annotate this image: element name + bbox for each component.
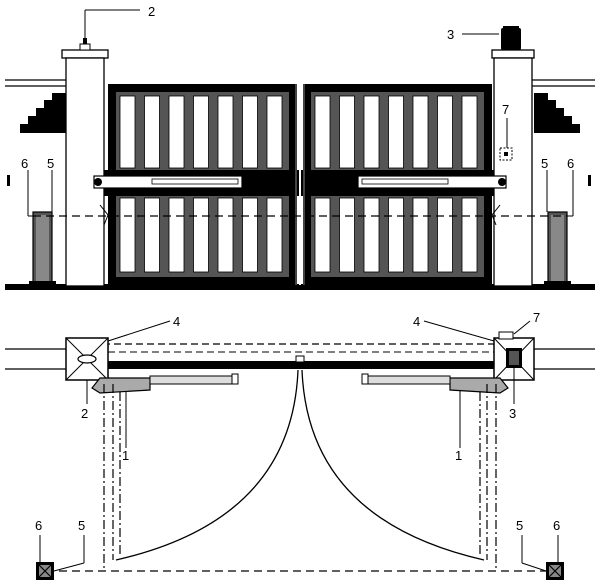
left-pillar-plan [65, 337, 109, 381]
plan-view: 4 4 7 2 3 1 1 6 5 5 6 [5, 310, 595, 580]
callout-actuator-left: 1 [122, 448, 129, 463]
left-photocell-plan [36, 562, 54, 580]
callout-photocell-receiver-left-top: 5 [47, 156, 54, 171]
left-pillar [61, 49, 109, 287]
gate-bar [412, 197, 429, 273]
closed-gate-plan [108, 361, 494, 369]
gate-bar [388, 197, 404, 273]
gate-bar [217, 95, 234, 169]
ground-line [5, 284, 595, 290]
callout-photocell-transmitter-right-top: 6 [567, 156, 574, 171]
control-unit [462, 26, 521, 50]
left-wall [5, 79, 68, 186]
callout-flashing-light-top: 2 [148, 4, 155, 19]
flashing-light [79, 9, 140, 51]
key-selector [499, 147, 513, 161]
gate-bar [266, 95, 283, 169]
gate-bar [363, 197, 380, 273]
gate-bar [144, 95, 160, 169]
gate-bar [144, 197, 160, 273]
callout-flashing-light-plan: 2 [81, 406, 88, 421]
right-actuator-plan [361, 373, 509, 394]
gate-bar [242, 95, 258, 169]
gate-bar [266, 197, 283, 273]
gate-bar [168, 95, 185, 169]
left-actuator-elevation [93, 175, 243, 226]
callout-key-selector-plan: 7 [533, 310, 540, 325]
left-gate-leaf [104, 84, 301, 285]
callout-photocell-receiver-right-plan: 5 [516, 518, 523, 533]
open-gate-envelope [103, 384, 497, 568]
left-actuator-plan [91, 373, 239, 394]
right-photocell-post [544, 211, 571, 285]
gate-bar [437, 197, 453, 273]
callout-cable-left: 4 [173, 314, 180, 329]
cable-route [107, 343, 495, 349]
gate-bar [461, 95, 478, 169]
callout-actuator-right: 1 [455, 448, 462, 463]
gate-bar [217, 197, 234, 273]
callout-photocell-transmitter-left-top: 6 [21, 156, 28, 171]
gate-bar [461, 197, 478, 273]
callout-control-unit-top: 3 [447, 27, 454, 42]
callout-photocell-transmitter-right-plan: 6 [553, 518, 560, 533]
callout-photocell-transmitter-left-plan: 6 [35, 518, 42, 533]
callout-key-selector-top: 7 [502, 102, 509, 117]
gate-bar [388, 95, 404, 169]
gate-bar [339, 95, 355, 169]
gate-bar [314, 197, 331, 273]
right-actuator-elevation [357, 175, 507, 226]
gate-bar [314, 95, 331, 169]
gate-bar [339, 197, 355, 273]
callout-control-unit-plan: 3 [509, 406, 516, 421]
gate-bar [119, 95, 136, 169]
callout-cable-right: 4 [413, 314, 420, 329]
right-wall [530, 79, 595, 186]
callout-photocell-receiver-right-top: 5 [541, 156, 548, 171]
right-photocell-plan [546, 562, 564, 580]
gate-bar [193, 197, 209, 273]
gate-bar [193, 95, 209, 169]
left-swing-arc [115, 369, 299, 561]
callout-photocell-receiver-left-plan: 5 [78, 518, 85, 533]
right-pillar [491, 49, 535, 287]
gate-bar [119, 197, 136, 273]
gate-bar [363, 95, 380, 169]
right-swing-arc [301, 369, 485, 561]
gate-bar [242, 197, 258, 273]
gate-bar [168, 197, 185, 273]
elevation-view: 2 3 7 6 5 5 6 [5, 4, 595, 290]
gate-bar [437, 95, 453, 169]
gate-bar [412, 95, 429, 169]
left-photocell-post [29, 211, 56, 285]
